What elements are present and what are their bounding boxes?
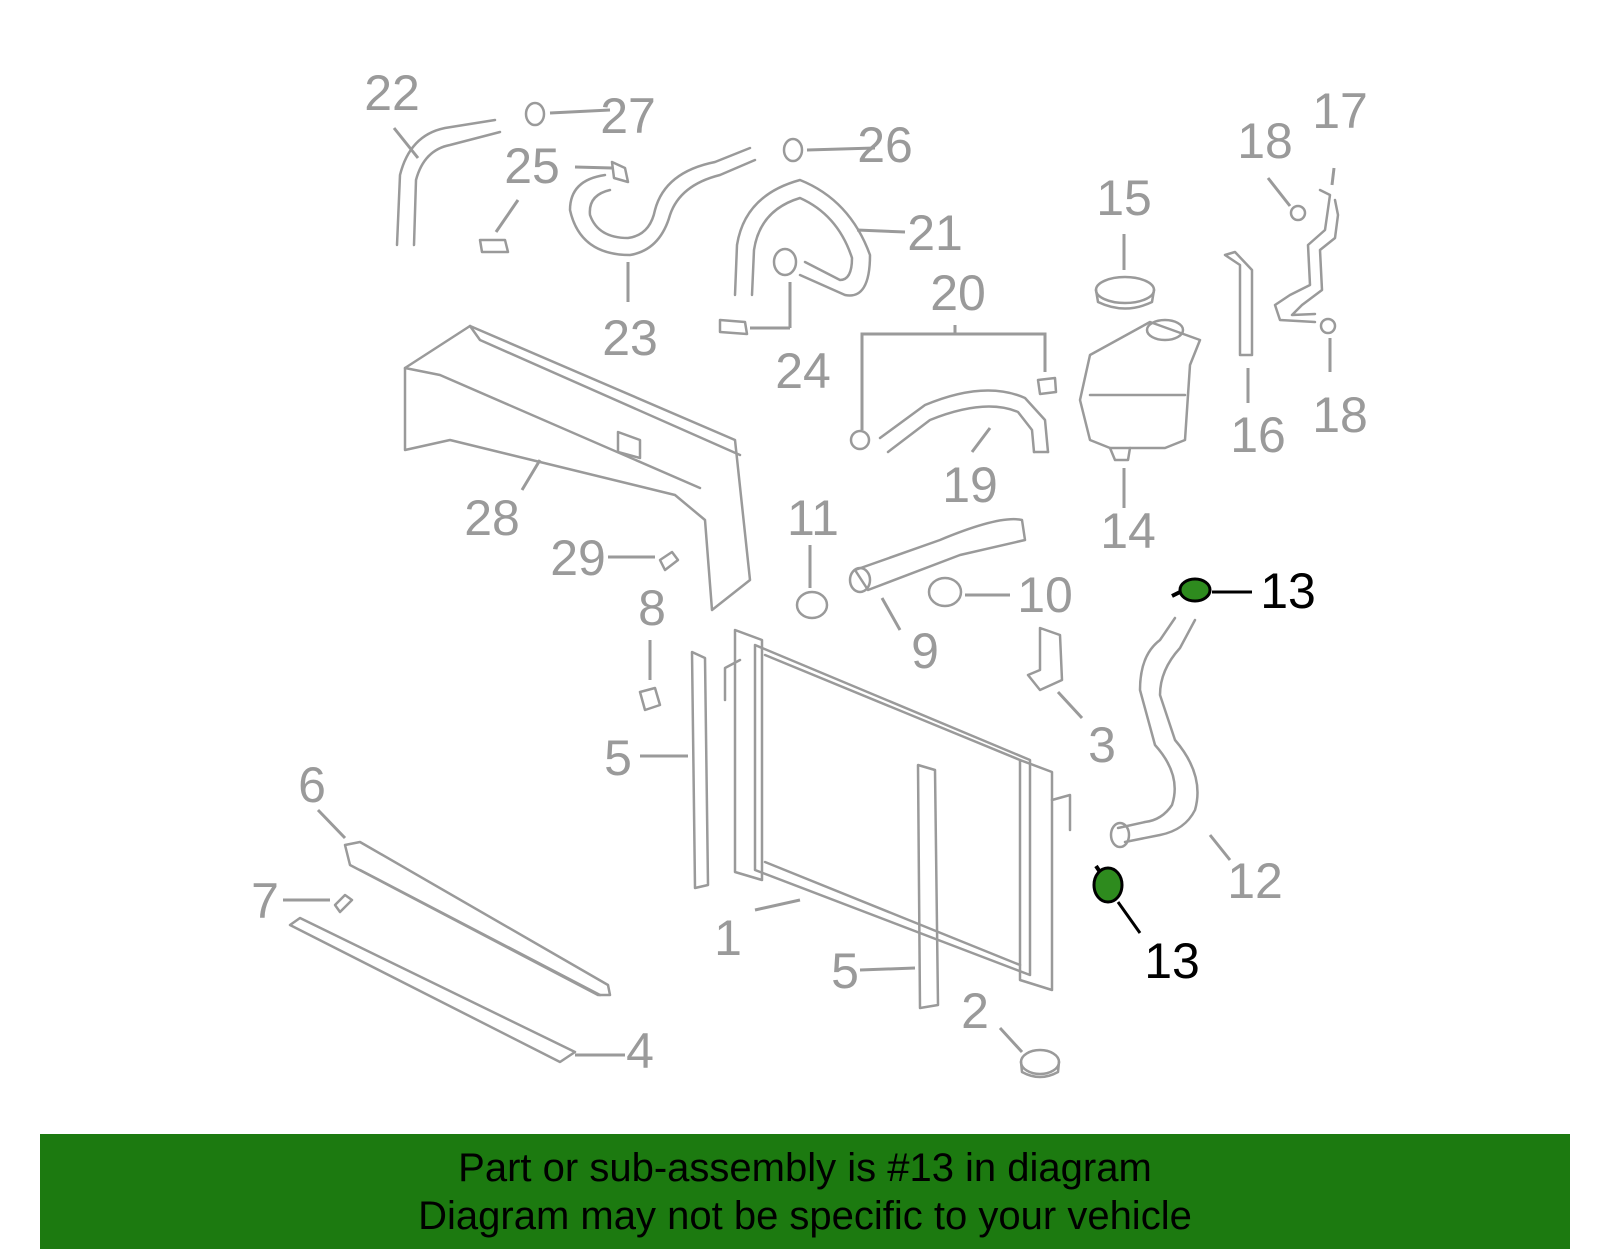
callout-9: 9 xyxy=(911,623,939,679)
part-23-hose xyxy=(568,146,757,257)
callout-20: 20 xyxy=(930,265,986,321)
part-10-11-clamps xyxy=(795,576,963,620)
callout-13-lower: 13 xyxy=(1144,933,1200,989)
part-5-side-seals xyxy=(690,650,940,1010)
part-16-hose xyxy=(1223,250,1254,357)
info-banner: Part or sub-assembly is #13 in diagram D… xyxy=(40,1134,1570,1249)
part-12-hose xyxy=(1109,616,1199,849)
callout-8: 8 xyxy=(638,580,666,636)
part-28-fan-shroud xyxy=(403,324,752,612)
callout-21: 21 xyxy=(907,205,963,261)
callout-12: 12 xyxy=(1227,853,1283,909)
callout-29: 29 xyxy=(550,530,606,586)
callout-labels: 1 2 3 4 5 5 6 7 8 9 10 11 12 13 13 14 15… xyxy=(251,65,1368,1079)
callout-23: 23 xyxy=(602,310,658,366)
callout-6: 6 xyxy=(298,757,326,813)
callout-11: 11 xyxy=(787,490,839,546)
banner-line-2: Diagram may not be specific to your vehi… xyxy=(418,1193,1192,1238)
callout-19: 19 xyxy=(942,457,998,513)
part-17-hose xyxy=(1273,188,1340,335)
part-22-hose xyxy=(395,118,502,247)
callout-27: 27 xyxy=(600,88,656,144)
part-13-clamp-upper[interactable] xyxy=(1171,577,1212,603)
part-1-radiator xyxy=(723,628,1072,992)
callout-26: 26 xyxy=(857,117,913,173)
callout-28: 28 xyxy=(464,490,520,546)
callout-16: 16 xyxy=(1230,407,1286,463)
callout-15: 15 xyxy=(1096,170,1152,226)
part-fasteners xyxy=(333,550,680,914)
callout-13-upper: 13 xyxy=(1260,563,1316,619)
part-3-bracket xyxy=(1026,626,1064,692)
callout-5-lower: 5 xyxy=(831,943,859,999)
part-2-plug xyxy=(1019,1048,1061,1079)
part-21-hose xyxy=(733,178,872,297)
leader-arrows xyxy=(283,108,1336,1057)
callout-17: 17 xyxy=(1312,83,1368,139)
part-13-clamp-lower[interactable] xyxy=(1092,864,1124,904)
callout-7: 7 xyxy=(251,873,279,929)
callout-18-lower: 18 xyxy=(1312,387,1368,443)
part-4-seal xyxy=(288,916,577,1064)
part-19-hose xyxy=(849,376,1058,454)
callout-1: 1 xyxy=(714,910,742,966)
callout-4: 4 xyxy=(626,1023,654,1079)
part-20-bracket xyxy=(860,325,1047,430)
part-14-reservoir xyxy=(1078,318,1202,462)
callout-3: 3 xyxy=(1088,717,1116,773)
callout-14: 14 xyxy=(1100,503,1156,559)
part-15-cap xyxy=(1094,275,1156,310)
callout-5-upper: 5 xyxy=(604,730,632,786)
callout-25: 25 xyxy=(504,138,560,194)
part-6-baffle xyxy=(343,840,612,997)
banner-line-1: Part or sub-assembly is #13 in diagram xyxy=(458,1145,1152,1190)
callout-18-upper: 18 xyxy=(1237,113,1293,169)
callout-22: 22 xyxy=(364,65,420,121)
part-9-hose xyxy=(848,517,1027,594)
callout-2: 2 xyxy=(961,983,989,1039)
callout-24: 24 xyxy=(775,343,831,399)
part-clamps xyxy=(478,101,804,336)
callout-10: 10 xyxy=(1017,567,1073,623)
